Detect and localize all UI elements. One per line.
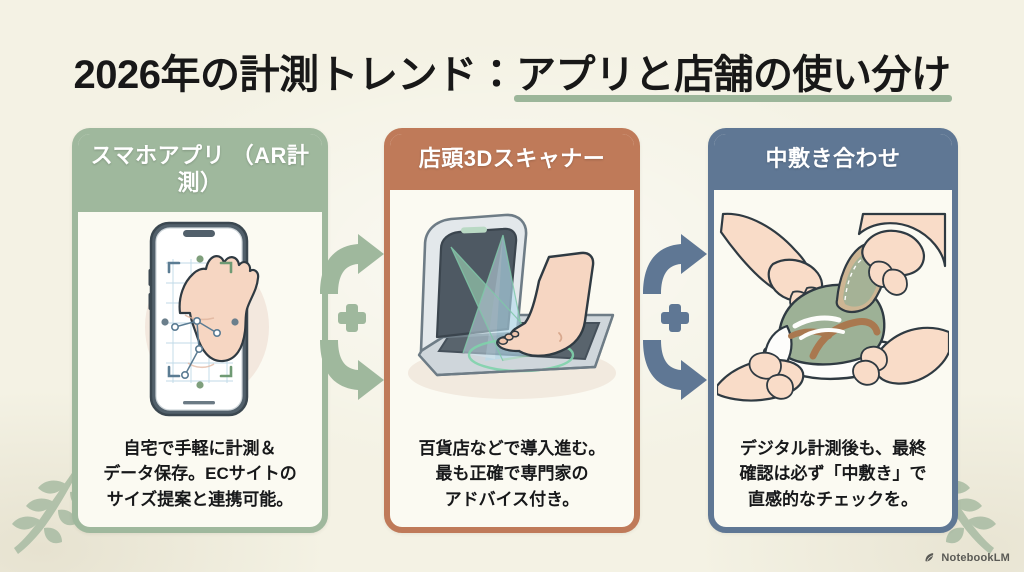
panel-header-instore-3d-scanner: 店頭3Dスキャナー [390, 134, 634, 190]
plus-sign-icon [338, 304, 366, 332]
connector-scanner-to-insole [641, 232, 711, 402]
page-title: 2026年の計測トレンド：アプリと店舗の使い分け [0, 42, 1024, 102]
watermark-label: NotebookLM [941, 551, 1010, 564]
watermark: NotebookLM [923, 551, 1010, 564]
illustration-hands-fitting-insole [714, 190, 952, 426]
plus-sign-icon [661, 304, 689, 332]
panel-insole-fitting[interactable]: 中敷き合わせ [708, 128, 958, 533]
double-curved-arrow-icon [320, 234, 384, 400]
panel-smartphone-app[interactable]: スマホアプリ （AR計測） [72, 128, 328, 533]
page-title-highlight: アプリと店舗の使い分け [513, 42, 952, 102]
panel-caption-insole-fitting: デジタル計測後も、最終 確認は必ず「中敷き」で 直感的なチェックを。 [739, 438, 927, 510]
panel-header-insole-fitting: 中敷き合わせ [714, 134, 952, 190]
panel-instore-3d-scanner[interactable]: 店頭3Dスキャナー [384, 128, 640, 533]
notebooklm-logo-icon [923, 551, 936, 564]
illustration-smartphone-ar-foot-scan [78, 212, 322, 426]
page-title-prefix: 2026年の計測トレンド： [73, 53, 517, 97]
panel-header-smartphone-app: スマホアプリ （AR計測） [78, 134, 322, 212]
illustration-3d-foot-scanner [390, 190, 634, 426]
double-curved-arrow-icon [643, 234, 707, 400]
panel-caption-smartphone-app: 自宅で手軽に計測＆ データ保存。ECサイトの サイズ提案と連携可能。 [103, 438, 297, 510]
panel-caption-instore-3d-scanner: 百貨店などで導入進む。 最も正確で専門家の アドバイス付き。 [418, 438, 606, 510]
connector-app-to-scanner [318, 232, 388, 402]
